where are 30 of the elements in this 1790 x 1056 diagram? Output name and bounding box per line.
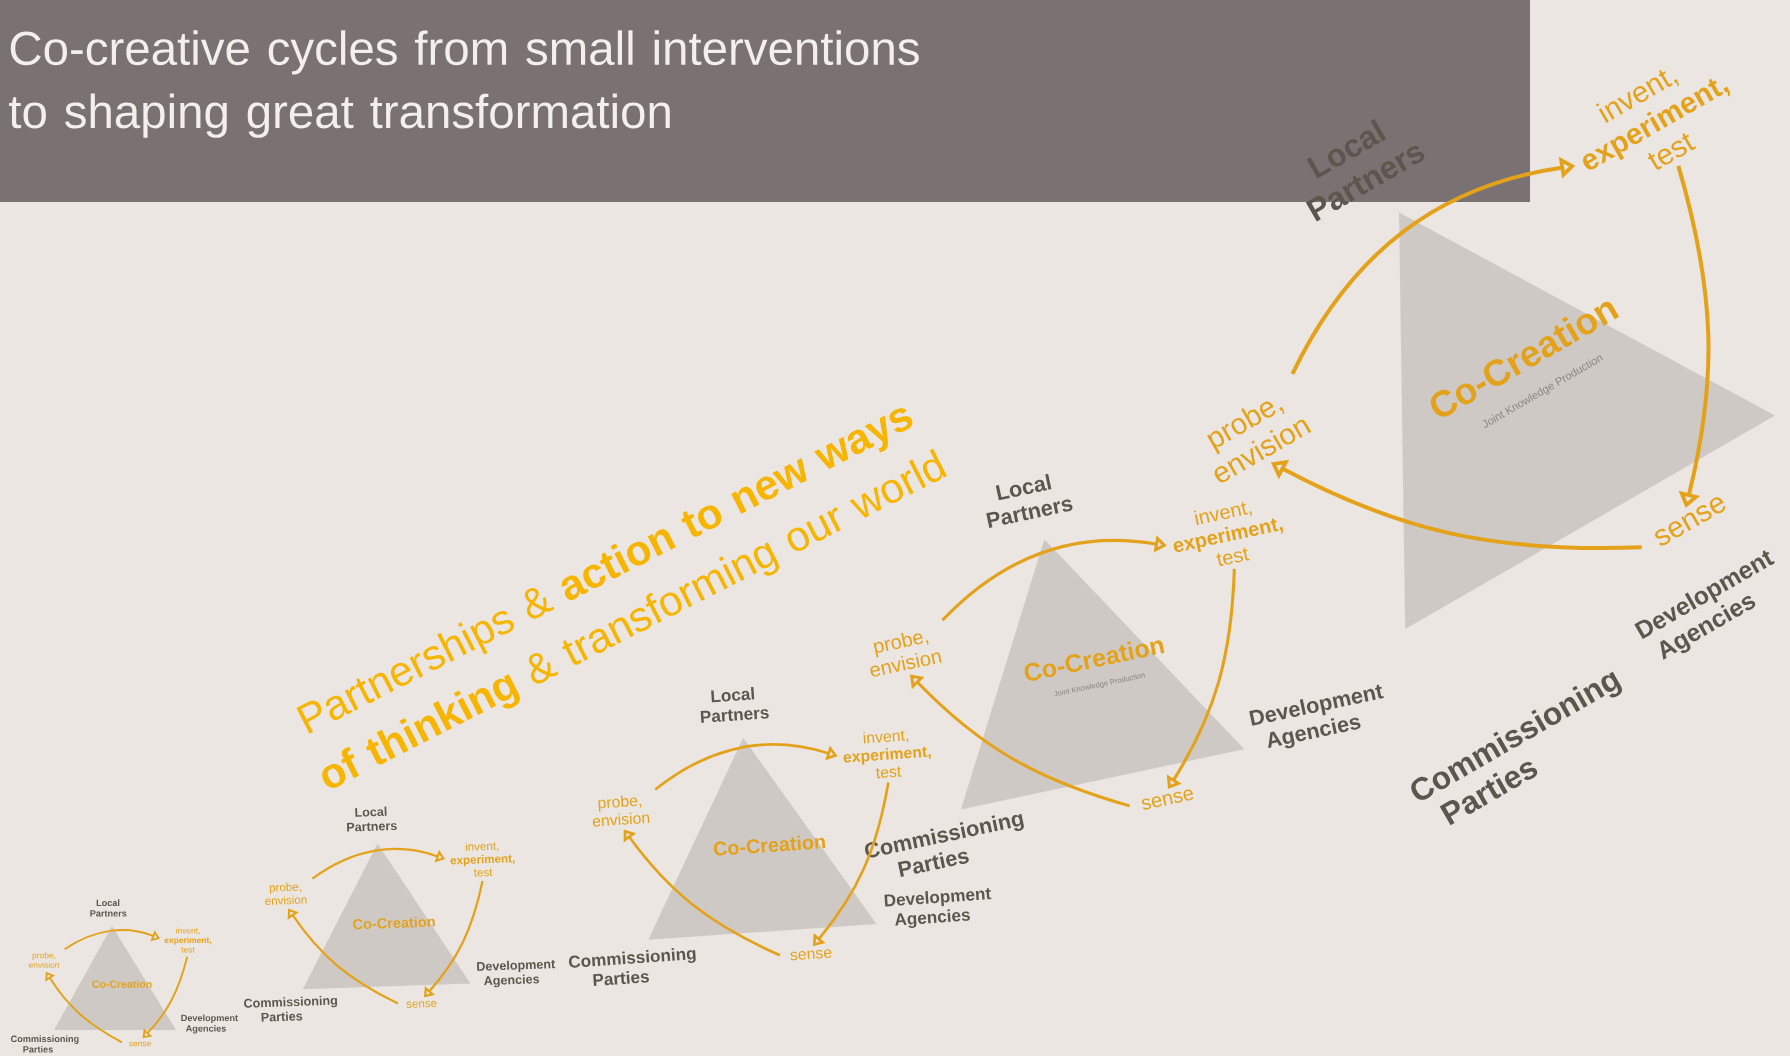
arrow — [287, 908, 399, 1005]
phase-label: invent, experiment, test — [164, 927, 212, 953]
corner-label: Development Agencies — [181, 1014, 238, 1034]
phase-label: sense — [129, 1041, 151, 1047]
arrow — [142, 955, 189, 1039]
corner-label: Local Partners — [986, 473, 1073, 528]
corner-label: Local Partners — [90, 899, 127, 917]
phase-label: probe, envision — [592, 795, 650, 827]
phase-label: probe, envision — [28, 952, 59, 968]
corner-label: Development Agencies — [884, 888, 992, 929]
arrow — [623, 829, 781, 957]
phase-label: invent, experiment, test — [1173, 501, 1283, 567]
title-text: Co-Creation — [713, 835, 826, 856]
corner-label: Local Partners — [700, 686, 769, 723]
phase-label: sense — [1655, 497, 1726, 546]
phase-label: probe, envision — [870, 632, 942, 677]
phase-label: sense — [790, 949, 832, 961]
title-text: Co-Creation — [92, 980, 152, 988]
corner-label: Commissioning Parties — [568, 948, 696, 986]
corner-label: Local Partners — [347, 806, 397, 832]
arrow — [63, 929, 160, 951]
phase-label: sense — [406, 1000, 437, 1008]
corner-label: Commissioning Parties — [244, 996, 338, 1022]
phase-label: invent, experiment, test — [450, 842, 515, 877]
phase-label: sense — [1141, 789, 1194, 810]
phase-label: probe, envision — [265, 882, 307, 905]
title-text: Co-Creation — [353, 916, 435, 930]
phase-label: invent, experiment, test — [843, 730, 931, 779]
corner-label: Commissioning Parties — [11, 1035, 79, 1053]
corner-label: Development Agencies — [477, 960, 556, 988]
